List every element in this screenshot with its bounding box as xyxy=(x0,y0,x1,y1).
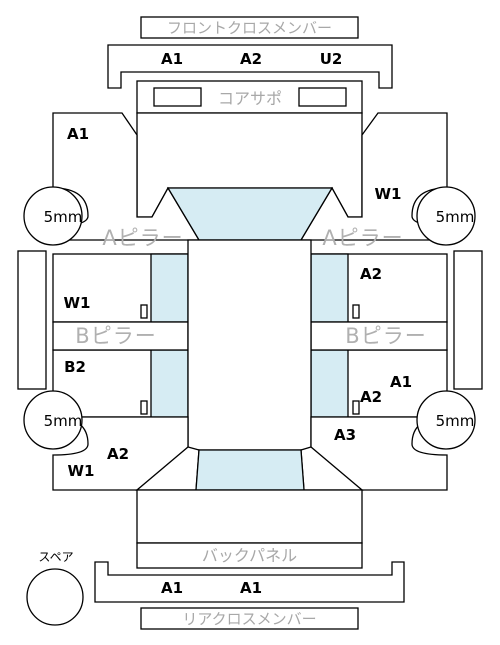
rear-window xyxy=(195,449,305,491)
rear-right-door-code-a1: A1 xyxy=(390,373,412,391)
front-cross-member-label: フロントクロスメンバー xyxy=(167,19,332,37)
rear-right-dimple xyxy=(416,390,476,450)
front-right-door-code: A2 xyxy=(360,265,382,283)
rear-right-quarter-code: A3 xyxy=(334,426,356,444)
core-support-left-window xyxy=(153,87,202,107)
rear-left-quarter-code-a2: A2 xyxy=(107,445,129,463)
rear-right-door-code-a2: A2 xyxy=(360,388,382,406)
front-cross-member xyxy=(107,44,393,89)
rear-cross-member xyxy=(94,561,405,603)
front-right-door-glass xyxy=(310,253,349,323)
rear-left-quarter-code-w1: W1 xyxy=(68,462,95,480)
left-b-pillar xyxy=(52,321,189,351)
front-right-dimple-label: 5mm xyxy=(436,208,475,226)
left-side-sill xyxy=(17,250,47,390)
rear-cross-member-label: リアクロスメンバー xyxy=(182,610,316,628)
core-support-label: コアサポ xyxy=(218,89,282,108)
back-panel xyxy=(136,542,363,569)
front-left-dimple xyxy=(23,186,83,246)
rear-left-door-glass xyxy=(150,349,189,418)
front-member-code-2: A2 xyxy=(240,50,262,68)
front-right-fender xyxy=(299,112,448,241)
rear-left-dimple xyxy=(23,390,83,450)
front-left-door-glass xyxy=(150,253,189,323)
a-pillar-right-label: Aピラー xyxy=(322,226,403,250)
rear-left-door-handle xyxy=(140,400,148,415)
right-side-sill xyxy=(453,250,483,390)
rear-left-door-code: B2 xyxy=(64,358,86,376)
front-left-code: A1 xyxy=(67,125,89,143)
a-pillar-left-label: Aピラー xyxy=(102,226,183,250)
spare-label: スペア xyxy=(38,550,73,564)
b-pillar-left-label: Bピラー xyxy=(75,324,156,348)
front-right-door-handle xyxy=(352,304,360,319)
front-right-dimple xyxy=(416,186,476,246)
spare-tire xyxy=(26,568,84,626)
front-cross-member-box xyxy=(140,16,359,39)
front-left-door-handle xyxy=(140,304,148,319)
rear-right-dimple-label: 5mm xyxy=(436,412,475,430)
front-member-code-1: A1 xyxy=(161,50,183,68)
rear-member-code-1: A1 xyxy=(161,579,183,597)
b-pillar-right-label: Bピラー xyxy=(345,324,426,348)
core-support-right-window xyxy=(298,87,347,107)
rear-cross-member-box xyxy=(140,607,359,630)
back-panel-label: バックパネル xyxy=(202,546,297,565)
front-left-fender xyxy=(52,112,201,241)
rear-right-door-glass xyxy=(310,349,349,418)
trunk-lid xyxy=(136,489,363,544)
front-left-door-code: W1 xyxy=(64,294,91,312)
rear-right-door-handle xyxy=(352,400,360,415)
front-left-dimple-label: 5mm xyxy=(44,208,83,226)
front-member-code-3: U2 xyxy=(320,50,343,68)
roof-panel xyxy=(187,239,312,451)
rear-member-code-2: A1 xyxy=(240,579,262,597)
rear-left-dimple-label: 5mm xyxy=(44,412,83,430)
front-right-code: W1 xyxy=(375,185,402,203)
